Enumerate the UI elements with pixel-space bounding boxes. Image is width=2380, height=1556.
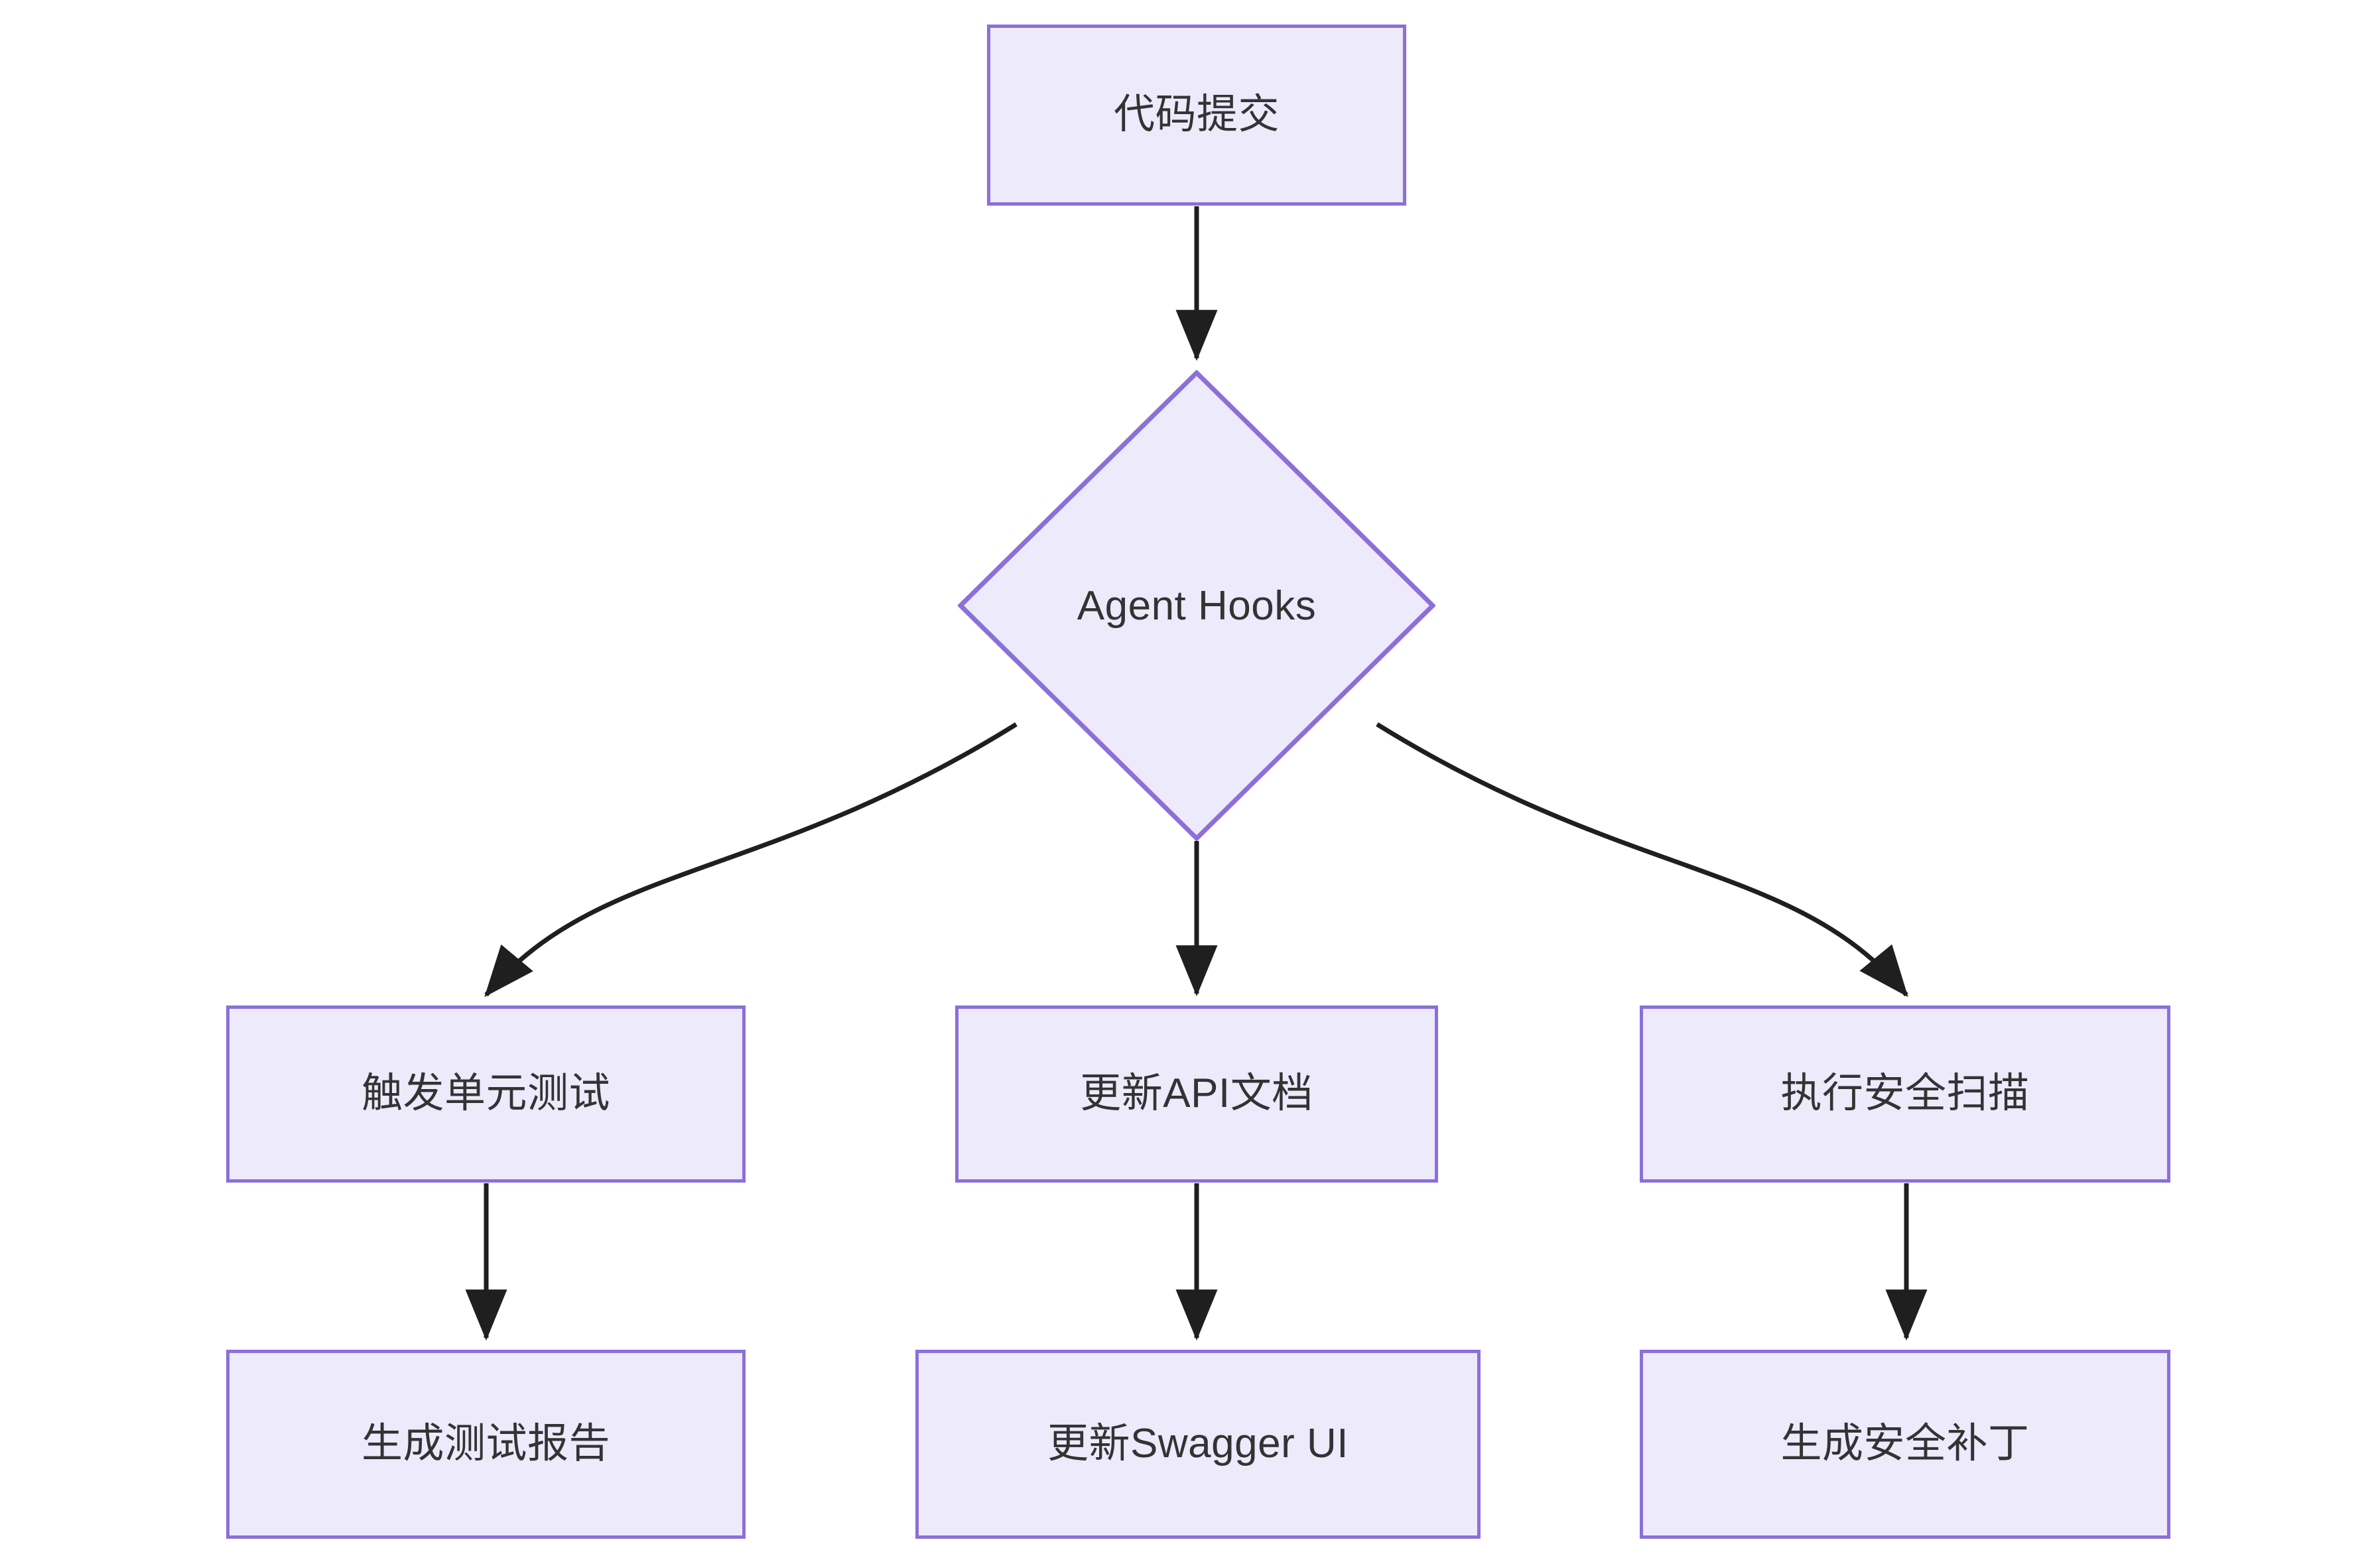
edge-agent-hooks-to-security-scan [1376,722,1908,998]
node-code-commit[interactable]: 代码提交 [987,25,1406,206]
node-update-api-doc[interactable]: 更新API文档 [955,1005,1438,1183]
node-run-security-scan[interactable]: 执行安全扫描 [1640,1005,2170,1183]
node-agent-hooks[interactable]: Agent Hooks [958,370,1435,841]
node-label-generate-test-report: 生成测试报告 [361,1421,610,1467]
node-label-agent-hooks: Agent Hooks [1077,582,1317,629]
node-label-trigger-unit-test: 触发单元测试 [361,1070,610,1117]
node-trigger-unit-test[interactable]: 触发单元测试 [226,1005,746,1183]
node-label-update-swagger-ui: 更新Swagger UI [1047,1421,1349,1467]
diamond-shape [958,370,1435,841]
node-generate-test-report[interactable]: 生成测试报告 [226,1350,746,1539]
node-generate-security-patch[interactable]: 生成安全补丁 [1640,1350,2170,1539]
node-label-update-api-doc: 更新API文档 [1080,1070,1313,1117]
edge-agent-hooks-to-unit-test [484,722,1018,998]
node-update-swagger-ui[interactable]: 更新Swagger UI [915,1350,1481,1539]
node-label-generate-security-patch: 生成安全补丁 [1780,1421,2030,1467]
node-label-code-commit: 代码提交 [1113,92,1280,138]
node-label-run-security-scan: 执行安全扫描 [1780,1070,2030,1117]
